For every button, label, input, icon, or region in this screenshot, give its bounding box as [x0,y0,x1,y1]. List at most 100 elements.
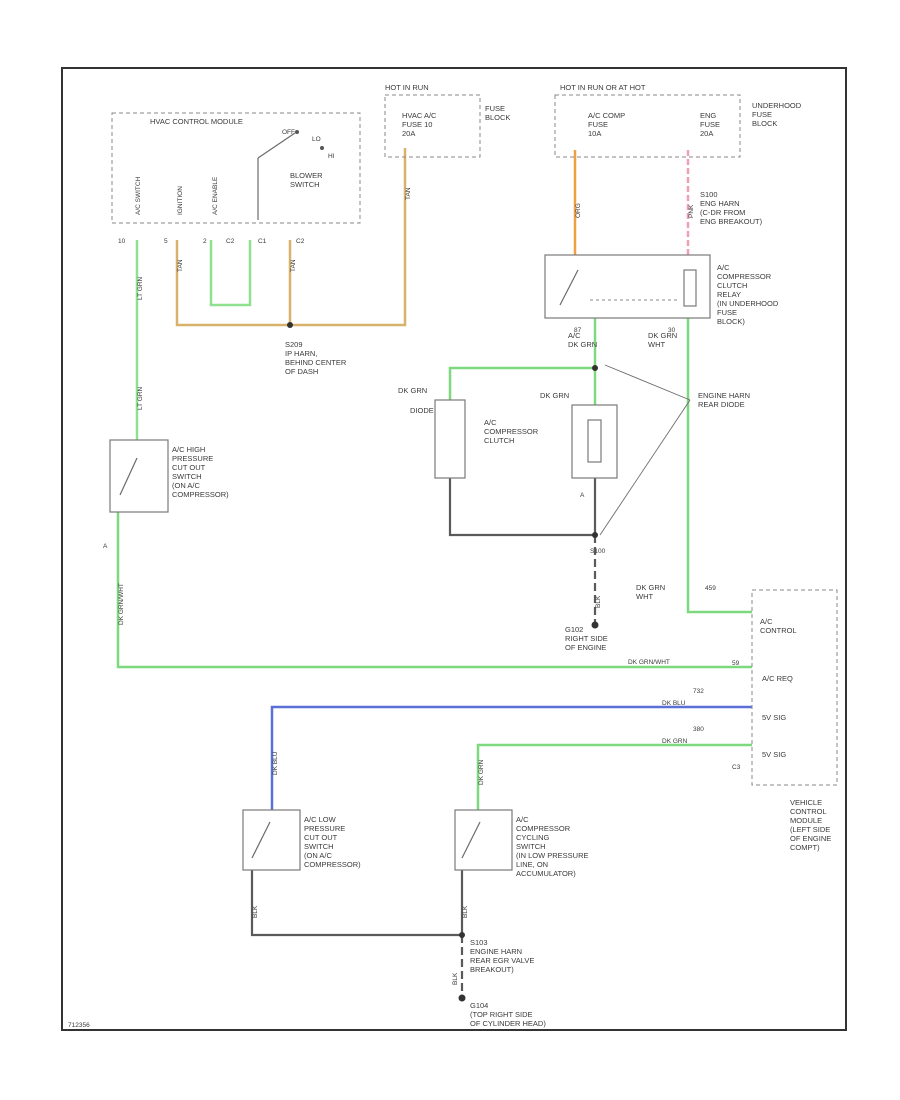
terminal-c2b: C2 [296,238,305,245]
engine-harn-leader-2 [604,364,691,401]
high-pressure-pin: A [103,543,108,550]
diode-name: DIODE [410,406,434,415]
vcm-box [751,589,838,786]
hvac-module-title: HVAC CONTROL MODULE [150,117,243,126]
vcm-row-ac-req: A/C REQ [762,674,793,683]
high-pressure-switch-arm [119,457,138,496]
terminal-c2: C2 [226,238,235,245]
dk-green-wht-wire-ac-req [116,512,752,669]
vcm-pin-380: 380 [693,726,704,733]
splice-s100-dot [592,532,598,538]
wire-tan-3: TAN [405,187,412,200]
pin-ac-switch-label: A/C SWITCH [135,176,142,215]
blue-wire-5v-sig [270,705,752,810]
fuse-block-hot-label: HOT IN RUN [385,83,429,92]
vcm-wire-dk-grn: DK GRN [662,738,688,745]
low-pressure-wire-top: DK BLU [272,751,279,775]
diode-box [434,399,466,479]
clutch-coil [587,419,602,463]
wire-lt-grn-1: LT GRN [137,276,144,300]
terminal-2: 2 [203,238,207,245]
wire-lt-grn-2: LT GRN [137,386,144,410]
relay-switch-arm [559,269,579,306]
compressor-relay-box [544,254,711,319]
terminal-c1: C1 [258,238,267,245]
switch-off-label: OFF [282,129,295,136]
cycling-wire-bot: BLK [462,905,469,918]
high-pressure-wire-bot: DK GRN/WHT [118,583,125,625]
vcm-pin-459: 459 [705,585,716,592]
splice-s209-dot [287,322,293,328]
terminal-5: 5 [164,238,168,245]
vcm-pin-732: 732 [693,688,704,695]
black-wire-diode-ground [448,478,595,537]
blower-switch-contact-2 [320,146,324,150]
black-wire-low-pressure [250,870,462,937]
diode-wire-label: DK GRN [398,386,427,395]
high-pressure-switch-box [109,439,169,513]
vcm-pin-59: 59 [732,660,740,667]
dk-green-wht-wire-ac-control [686,318,752,614]
relay-pin-30: 30 [668,327,676,334]
diagram-frame [61,67,847,1031]
relay-pin-87: 87 [574,327,582,334]
low-pressure-wire-bot: BLK [252,905,259,918]
clutch-splice-label: S100 [590,548,606,555]
clutch-wire-blk: BLK [595,595,602,608]
wire-blk-g104: BLK [452,972,459,985]
vcm-row-5v-sig-2: 5V SIG [762,750,786,759]
wire-tan-2: TAN [290,259,297,272]
engine-harn-leader-1 [599,399,691,536]
wire-pnk: PNK [688,204,695,218]
terminal-10: 10 [118,238,126,245]
blower-switch-arm [257,132,296,159]
low-pressure-switch-arm [251,821,271,859]
cycling-switch-box [454,809,513,871]
footer-code: 712356 [68,1022,90,1029]
wire-org: ORG [575,203,582,218]
underhood-hot-label: HOT IN RUN OR AT HOT [560,83,646,92]
dk-green-wire-diode [448,366,595,400]
relay-coil [683,269,697,307]
lt-green-loop-wire [209,240,252,307]
clutch-wire-label: DK GRN [540,391,569,400]
ground-g102-dot [591,621,599,629]
dk-green-wire-5v-sig [476,743,752,810]
clutch-pin-label: A [580,492,585,499]
fuse-block-box [384,94,481,158]
pin-ac-enable-label: A/C ENABLE [212,176,219,215]
wire-tan-1: TAN [177,259,184,272]
cycling-wire-top: DK GRN [478,759,485,785]
vcm-wire-dk-grn-wht-2: DK GRN/WHT [628,659,670,666]
vcm-pin-c3: C3 [732,764,741,771]
vcm-row-5v-sig-1: 5V SIG [762,713,786,722]
switch-hi-label: HI [328,153,335,160]
blower-switch-contact [295,130,299,134]
switch-lo-label: LO [312,136,321,143]
hvac-control-module-box [111,112,361,224]
pin-ignition-label: IGNITION [177,186,184,215]
splice-s103-dot [459,932,465,938]
ground-g104-dot [458,994,466,1002]
low-pressure-switch-box [242,809,301,871]
splice-dk-green-dot [592,365,598,371]
